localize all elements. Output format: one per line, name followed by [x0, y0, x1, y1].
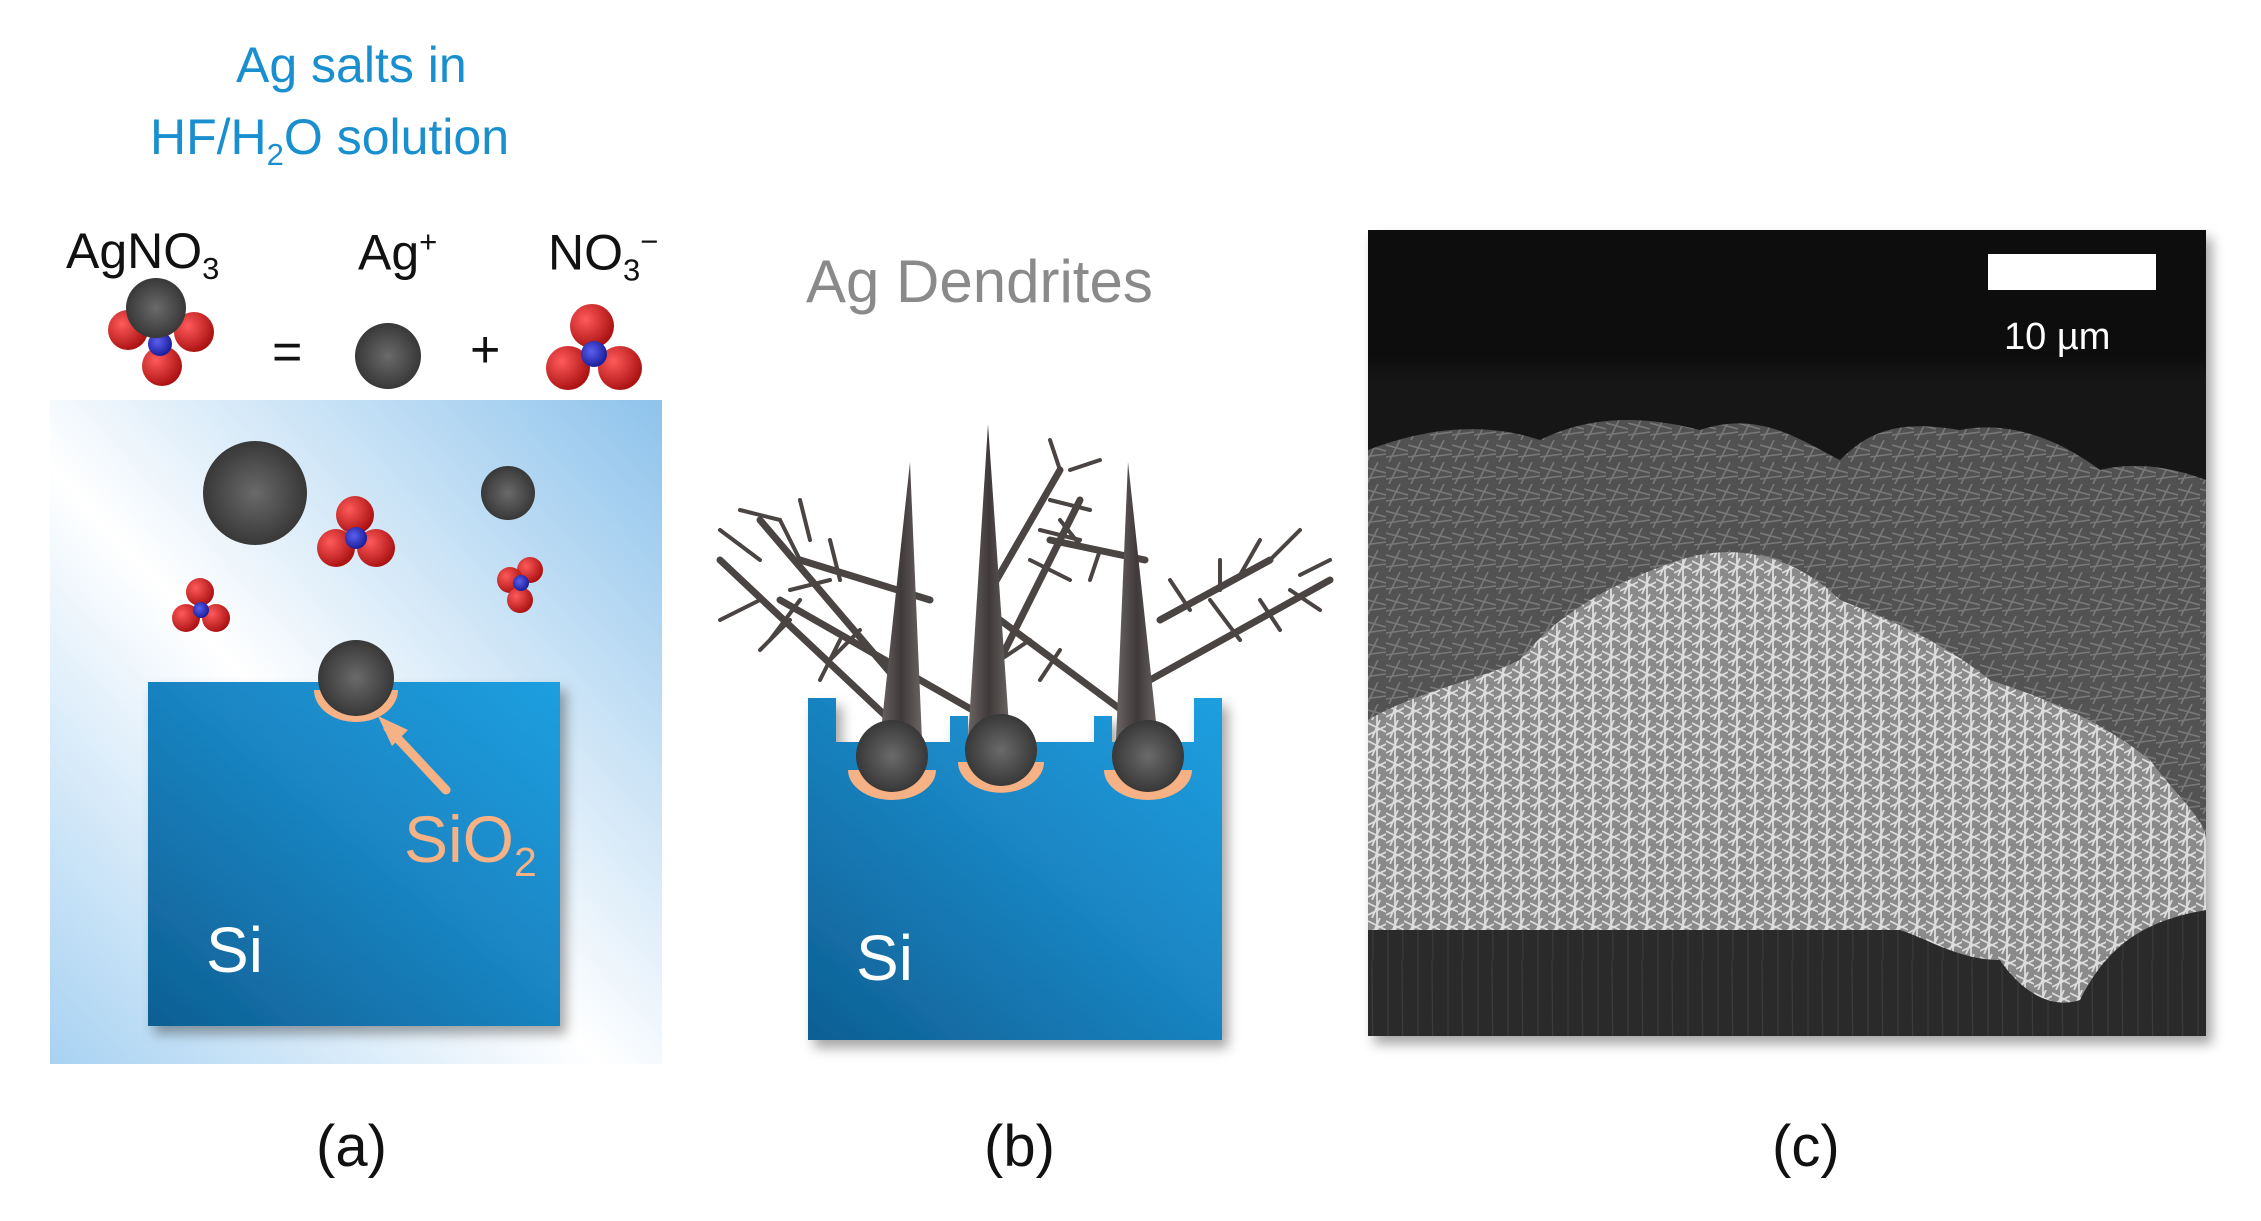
solution-title-line2-sub: 2 — [266, 137, 284, 172]
caption-c: (c) — [1772, 1114, 1840, 1179]
agno3-label: AgNO3 — [66, 226, 219, 284]
sio2-label-base: SiO — [404, 802, 515, 876]
dendrite-branches — [716, 438, 1334, 724]
sio2-label-sub: 2 — [514, 839, 537, 886]
ag-ion-small-icon — [481, 466, 535, 520]
panel-b-graphics — [716, 424, 1334, 1040]
plus-sign: + — [470, 321, 501, 379]
no3-ion-float-3-icon — [497, 557, 543, 613]
sem-image — [1368, 230, 2206, 1036]
no3-ion-label-sub: 3 — [623, 252, 641, 288]
ag-ion-label-sup: + — [419, 224, 438, 259]
agno3-label-sub: 3 — [202, 251, 220, 286]
solution-title-line2-post: O solution — [283, 109, 510, 165]
no3-ion-label-base: NO — [548, 224, 623, 281]
dendrite-trunk-2 — [968, 424, 1010, 740]
si-label-a: Si — [206, 914, 263, 986]
solution-title-line2-pre: HF/H — [150, 109, 267, 165]
solution-title-line1: Ag salts in — [236, 37, 467, 93]
equals-sign: = — [272, 323, 303, 381]
solution-title-line2: HF/H2O solution — [150, 112, 509, 170]
no3-ion-label-sup: − — [640, 224, 659, 259]
scale-bar-label: 10 µm — [2004, 316, 2111, 358]
no3-ion-float-2-icon — [172, 578, 230, 632]
ag-particles-b — [848, 714, 1192, 800]
sio2-label: SiO2 — [404, 806, 537, 883]
ag-ion-label-base: Ag — [358, 224, 420, 281]
sio2-arrow-head-icon — [378, 716, 408, 746]
ag-ion-large-icon — [203, 441, 307, 545]
ag-ion-label: Ag+ — [358, 226, 437, 278]
si-substrate-a — [148, 682, 560, 1026]
caption-b: (b) — [984, 1114, 1055, 1179]
dendrite-trunk-3 — [1116, 462, 1158, 740]
dendrites-title: Ag Dendrites — [806, 248, 1153, 315]
dendrite-trunk-1 — [880, 462, 922, 740]
ag-ion-icon — [355, 323, 421, 389]
no3-ion-float-1-icon — [317, 496, 395, 567]
si-label-b: Si — [856, 922, 913, 994]
panel-a-graphics — [50, 278, 662, 1064]
no3-ion-icon — [546, 304, 642, 390]
agno3-label-base: AgNO — [66, 223, 203, 279]
agno3-molecule-icon — [108, 278, 214, 386]
caption-a: (a) — [316, 1114, 387, 1179]
scale-bar — [1988, 254, 2156, 290]
no3-ion-label: NO3− — [548, 226, 658, 286]
ag-particle-surface-icon — [318, 640, 394, 716]
